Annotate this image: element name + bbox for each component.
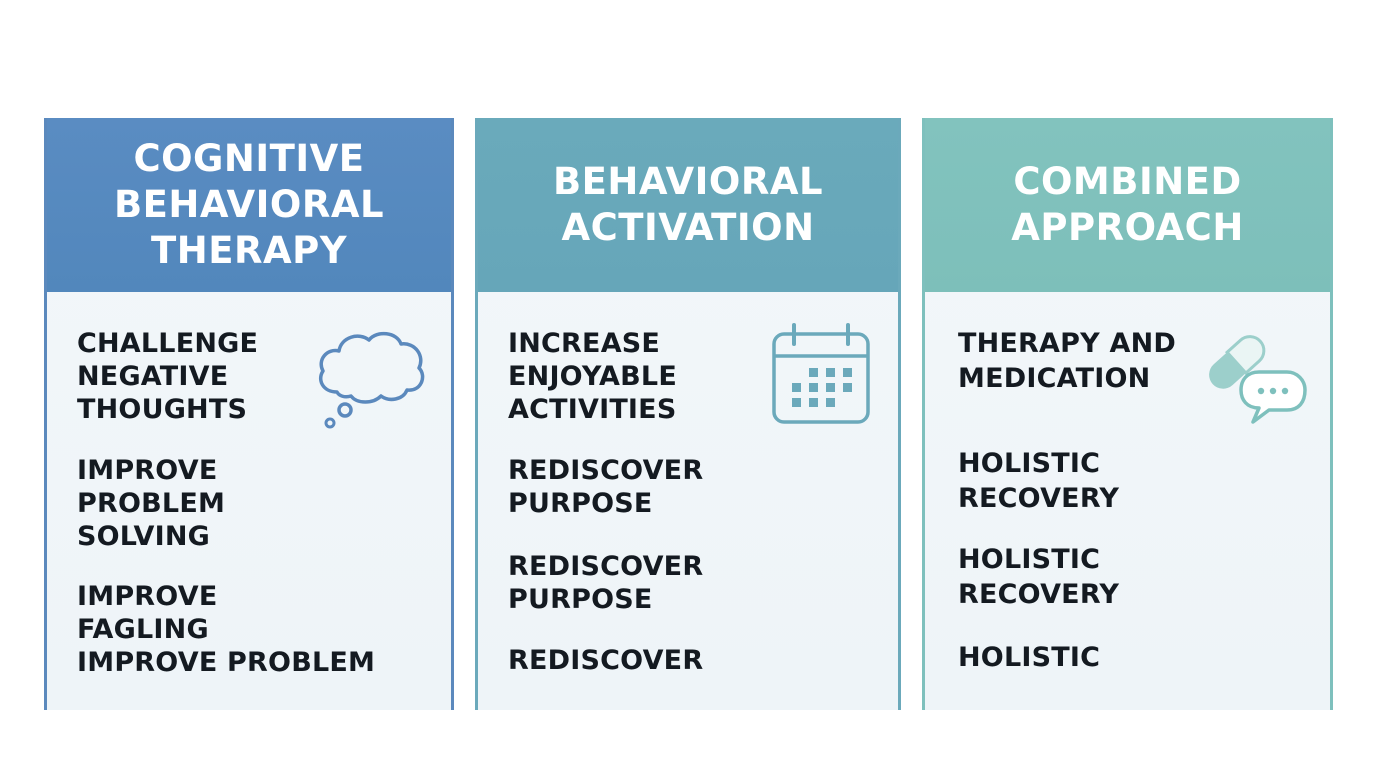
thought-bubble-icon — [318, 331, 425, 429]
list-item: CHALLENGE NEGATIVE THOUGHTS — [77, 328, 259, 425]
column-cognitive-behavioral-therapy: COGNITIVE BEHAVIORAL THERAPY CHALLENGE N… — [44, 118, 454, 710]
column-header-ca: COMBINED APPROACH — [925, 118, 1330, 292]
list-item: REDISCOVER — [508, 645, 704, 676]
list-item: IMPROVE FAGLING IMPROVE PROBLEM — [77, 581, 376, 678]
pill-and-chat-icon — [1209, 335, 1307, 424]
calendar-icon — [772, 323, 870, 424]
list-item: INCREASE ENJOYABLE ACTIVITIES — [508, 328, 677, 425]
column-title-ca: COMBINED APPROACH — [1011, 160, 1244, 249]
list-item: THERAPY AND MEDICATION — [958, 328, 1176, 394]
column-behavioral-activation: BEHAVIORAL ACTIVATION INCREASE ENJOYABLE… — [475, 118, 901, 710]
list-item: HOLISTIC — [958, 642, 1101, 673]
list-item: HOLISTIC RECOVERY — [958, 448, 1120, 514]
list-item: REDISCOVER PURPOSE — [508, 551, 704, 615]
column-title-ba: BEHAVIORAL ACTIVATION — [552, 160, 824, 249]
column-header-cbt: COGNITIVE BEHAVIORAL THERAPY — [47, 118, 451, 292]
column-combined-approach: COMBINED APPROACH THERAPY AND MEDICATION… — [922, 118, 1333, 710]
list-item: IMPROVE PROBLEM SOLVING — [77, 455, 226, 552]
list-item: REDISCOVER PURPOSE — [508, 455, 704, 519]
column-title-cbt: COGNITIVE BEHAVIORAL THERAPY — [113, 137, 385, 272]
list-item: HOLISTIC RECOVERY — [958, 544, 1120, 610]
column-header-ba: BEHAVIORAL ACTIVATION — [478, 118, 898, 292]
